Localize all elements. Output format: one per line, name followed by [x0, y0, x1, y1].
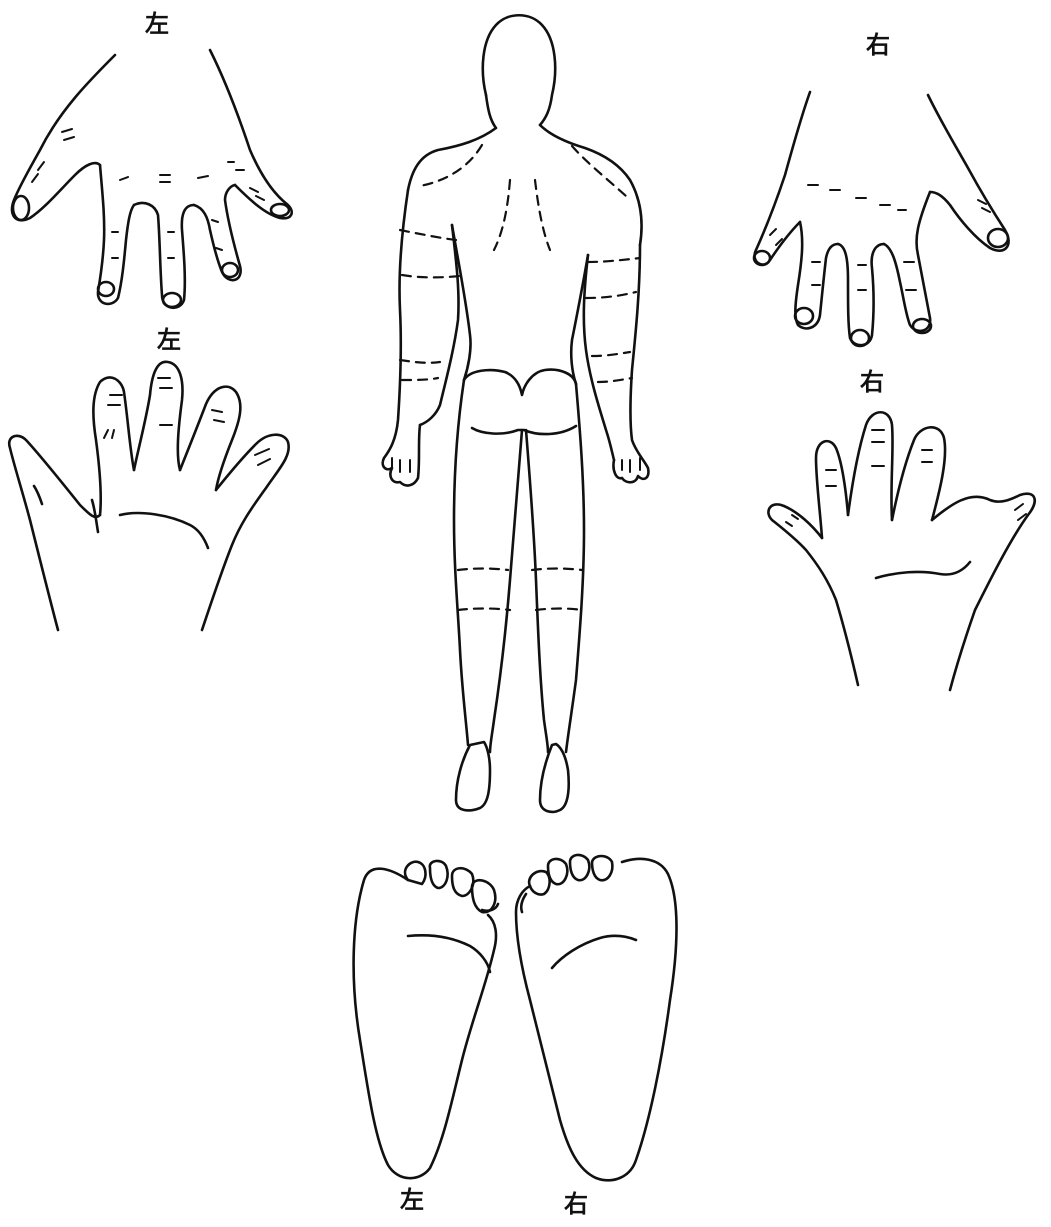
- right-hand-back: [754, 92, 1009, 346]
- right-hand-palm: [768, 412, 1034, 690]
- left-hand-back: [12, 50, 292, 308]
- label-right-hand-back: 右: [866, 33, 890, 57]
- label-right-foot: 右: [564, 1192, 588, 1216]
- left-foot-sole: [354, 861, 498, 1178]
- label-left-foot: 左: [400, 1188, 424, 1212]
- label-left-hand-back: 左: [145, 12, 169, 36]
- left-hand-palm: [9, 362, 288, 630]
- label-left-hand-palm: 左: [157, 328, 181, 352]
- body-back: [383, 15, 649, 812]
- right-foot-sole: [516, 855, 677, 1180]
- label-right-hand-palm: 右: [860, 370, 884, 394]
